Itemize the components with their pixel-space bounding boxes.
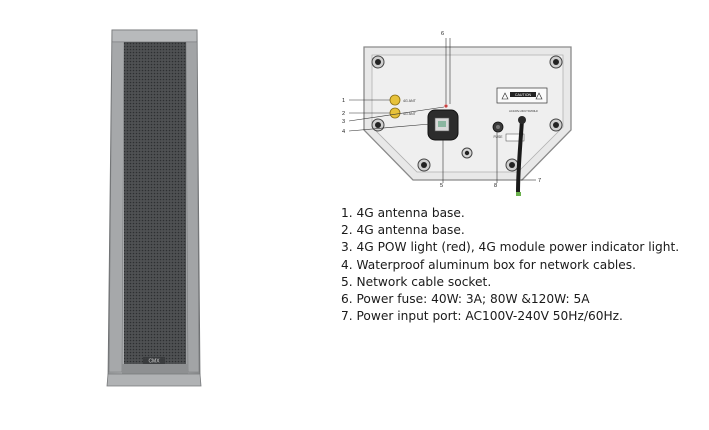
- antenna-2-label: 4G ANT: [403, 112, 417, 116]
- feature-list: 1. 4G antenna base. 2. 4G antenna base. …: [341, 205, 679, 325]
- callout-1: 1: [342, 98, 345, 104]
- feature-item: 3. 4G POW light (red), 4G module power i…: [341, 240, 680, 255]
- feature-item: 1. 4G antenna base.: [341, 206, 465, 220]
- callout-8: 8: [494, 183, 497, 189]
- feature-item: 6. Power fuse: 40W: 3A; 80W &120W: 5A: [341, 291, 590, 306]
- speaker-brand-logo: CMX: [148, 359, 160, 365]
- callout-6: 6: [441, 31, 444, 37]
- power-light: [444, 104, 448, 108]
- antenna-base-1: [389, 94, 401, 106]
- callout-4: 4: [342, 129, 345, 135]
- speaker-base: [106, 373, 202, 387]
- callout-2: 2: [342, 111, 345, 117]
- feature-item: 2. 4G antenna base.: [341, 223, 465, 238]
- speaker-grille: [124, 42, 186, 364]
- fuse-label: FUSE: [493, 135, 503, 139]
- feature-item: 4. Waterproof aluminum box for network c…: [341, 257, 637, 272]
- feature-item: 7. Power input port: AC100V-240V 50Hz/60…: [341, 309, 623, 324]
- antenna-1-label: 4G ANT: [403, 99, 417, 103]
- feature-item: 5. Network cable socket.: [341, 274, 492, 289]
- antenna-base-2: [389, 107, 401, 119]
- callout-7: 7: [538, 178, 541, 184]
- callout-3: 3: [342, 119, 345, 125]
- power-cable: [516, 119, 524, 194]
- callout-5: 5: [440, 183, 443, 189]
- power-label: AC100V-240V 50/60Hz: [509, 109, 539, 113]
- caution-text: CAUTION: [515, 93, 532, 97]
- screw-icon: [371, 55, 563, 172]
